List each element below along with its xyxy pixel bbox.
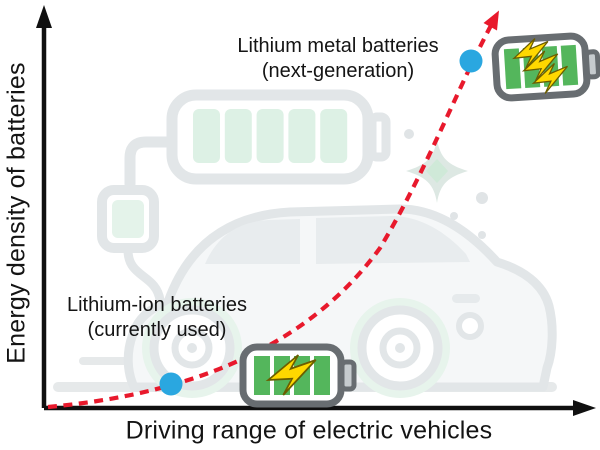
y-axis-label: Energy density of batteries <box>2 62 31 364</box>
data-point-lithium-ion <box>159 372 183 396</box>
sparkle-icon <box>406 139 468 203</box>
car-windshield <box>205 219 300 264</box>
deco-dot <box>450 212 458 220</box>
wheel-front-icon <box>149 305 235 391</box>
annotation-lithium-metal-line1: Lithium metal batteries <box>237 35 439 57</box>
y-axis-arrowhead <box>36 5 52 28</box>
deco-dot <box>478 231 486 239</box>
x-axis-arrowhead <box>573 400 596 416</box>
deco-dot <box>476 192 488 204</box>
ev-charging-illustration <box>53 89 557 398</box>
charging-cable <box>123 136 178 305</box>
annotation-lithium-metal: Lithium metal batteries (next-generation… <box>237 34 438 84</box>
x-axis-label: Driving range of electric vehicles <box>125 416 493 445</box>
annotation-lithium-ion: Lithium-ion batteries (currently used) <box>67 293 247 343</box>
trend-curve-path <box>47 14 498 410</box>
annotation-lithium-ion-line1: Lithium-ion batteries <box>66 294 248 316</box>
trend-curve <box>47 10 499 410</box>
axes <box>36 5 596 416</box>
car-door-handle <box>452 294 480 303</box>
background-battery-icon <box>166 89 391 185</box>
deco-dot <box>404 129 414 139</box>
data-point-lithium-metal <box>459 49 483 73</box>
car-charge-port <box>456 312 484 340</box>
battery-icon-lithium-ion <box>239 343 357 408</box>
wheel-rear-icon <box>357 305 443 391</box>
annotation-lithium-ion-line2: (currently used) <box>87 319 227 341</box>
car-rear-window <box>316 216 470 264</box>
trend-curve-arrowhead <box>483 10 499 31</box>
battery-icon-lithium-metal <box>491 32 600 102</box>
ev-car-illustration <box>123 204 557 398</box>
wheel-arch-front <box>142 298 242 398</box>
annotation-lithium-metal-line2: (next-generation) <box>261 60 415 82</box>
wheel-arch-rear <box>350 298 450 398</box>
charging-plug-icon <box>97 185 159 253</box>
